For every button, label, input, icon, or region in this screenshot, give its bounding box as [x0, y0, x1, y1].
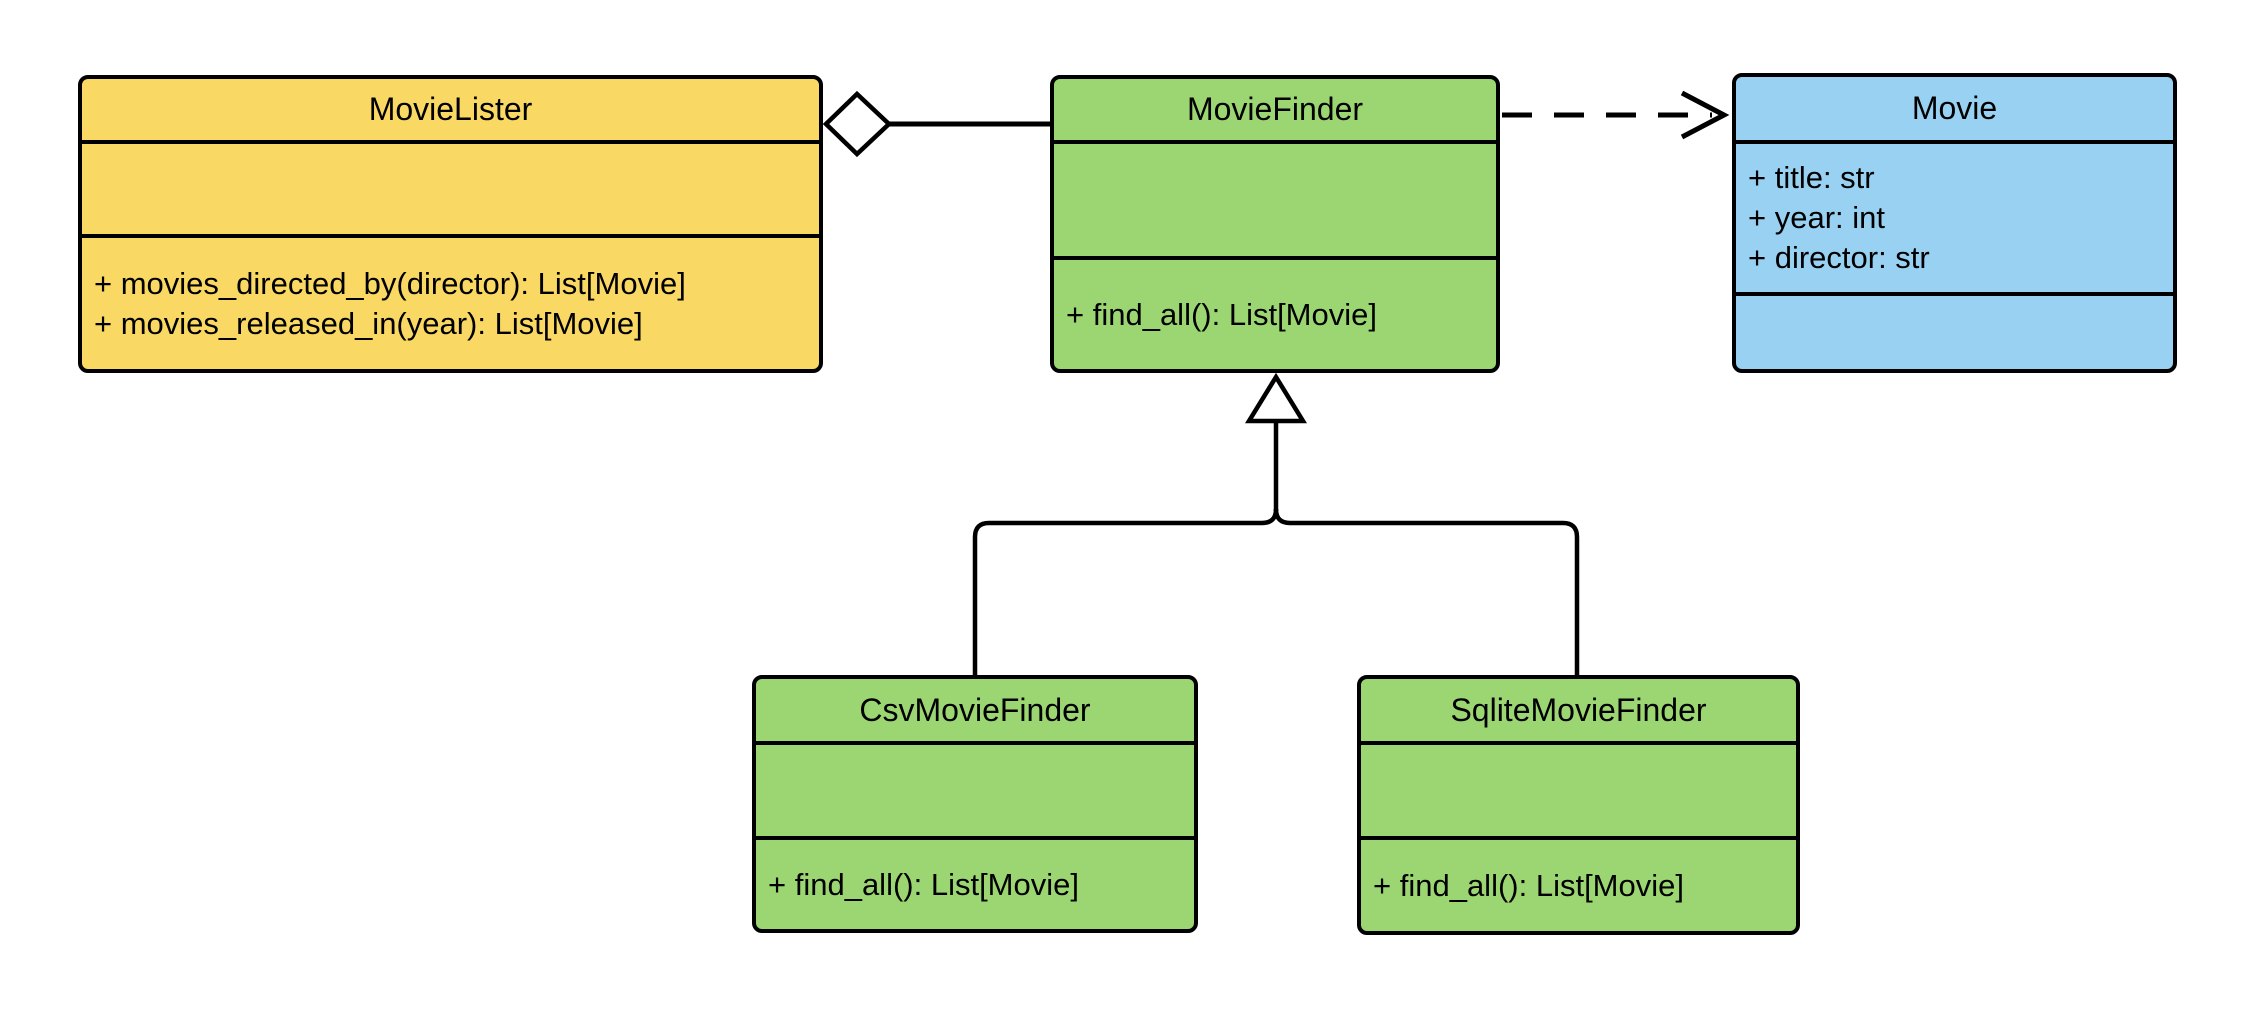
- attribute-item: + director: str: [1748, 240, 1930, 275]
- methods-compartment-movielister: + movies_directed_by(director): List[Mov…: [82, 238, 819, 369]
- method-item: + find_all(): List[Movie]: [768, 866, 1079, 902]
- class-box-csvmoviefinder[interactable]: CsvMovieFinder + find_all(): List[Movie]: [752, 675, 1198, 933]
- inheritance-branch-right: [1273, 508, 1580, 680]
- class-title-movielister: MovieLister: [82, 79, 819, 144]
- class-box-movielister[interactable]: MovieLister + movies_directed_by(directo…: [78, 75, 823, 373]
- methods-compartment-csvmoviefinder: + find_all(): List[Movie]: [756, 840, 1194, 929]
- attributes-compartment-movie: + title: str + year: int + director: str: [1736, 144, 2173, 296]
- class-box-moviefinder[interactable]: MovieFinder + find_all(): List[Movie]: [1050, 75, 1500, 373]
- method-item: + find_all(): List[Movie]: [1373, 867, 1684, 903]
- class-title-sqlitemoviefinder: SqliteMovieFinder: [1361, 679, 1796, 745]
- class-box-movie[interactable]: Movie + title: str + year: int + directo…: [1732, 73, 2177, 373]
- attributes-compartment-sqlitemoviefinder: [1361, 745, 1796, 840]
- dependency-arrowhead-icon: [1680, 90, 1730, 140]
- methods-compartment-sqlitemoviefinder: + find_all(): List[Movie]: [1361, 840, 1796, 931]
- attributes-compartment-movielister: [82, 144, 819, 238]
- inheritance-branch-left: [972, 508, 1279, 680]
- method-item: + movies_directed_by(director): List[Mov…: [94, 265, 686, 301]
- method-item: + movies_released_in(year): List[Movie]: [94, 305, 643, 341]
- attribute-item: + year: int: [1748, 200, 1885, 235]
- attribute-item: + title: str: [1748, 160, 1875, 195]
- methods-compartment-movie: [1736, 296, 2173, 369]
- attributes-compartment-moviefinder: [1054, 144, 1496, 260]
- class-title-moviefinder: MovieFinder: [1054, 79, 1496, 144]
- method-item: + find_all(): List[Movie]: [1066, 296, 1377, 332]
- class-title-csvmoviefinder: CsvMovieFinder: [756, 679, 1194, 745]
- class-title-movie: Movie: [1736, 77, 2173, 144]
- inheritance-triangle-icon: [1244, 372, 1308, 424]
- attributes-compartment-csvmoviefinder: [756, 745, 1194, 840]
- aggregation-diamond-icon: [822, 90, 893, 158]
- class-box-sqlitemoviefinder[interactable]: SqliteMovieFinder + find_all(): List[Mov…: [1357, 675, 1800, 935]
- methods-compartment-moviefinder: + find_all(): List[Movie]: [1054, 260, 1496, 369]
